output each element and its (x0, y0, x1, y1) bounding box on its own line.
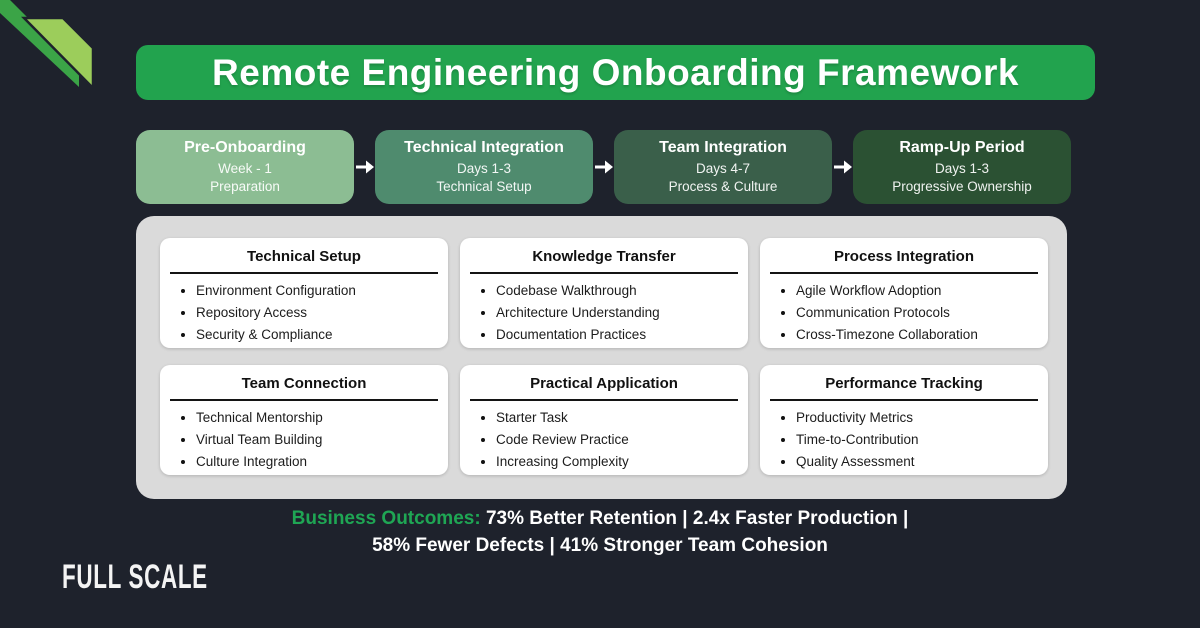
bullet-item: Documentation Practices (496, 326, 748, 344)
card-practical-application: Practical Application Starter Task Code … (460, 365, 748, 475)
stage-title: Ramp-Up Period (899, 138, 1025, 156)
corner-ribbon-icon (0, 0, 95, 92)
bullet-item: Culture Integration (196, 453, 448, 471)
stage-title: Pre-Onboarding (184, 138, 306, 156)
bullet-item: Technical Mentorship (196, 409, 448, 427)
bullet-item: Cross-Timezone Collaboration (796, 326, 1048, 344)
card-bullet-list: Agile Workflow Adoption Communication Pr… (760, 282, 1048, 343)
stage-subtitle: Progressive Ownership (892, 178, 1032, 194)
card-title: Practical Application (530, 375, 678, 392)
bullet-item: Quality Assessment (796, 453, 1048, 471)
card-title: Technical Setup (247, 248, 361, 265)
card-bullet-list: Technical Mentorship Virtual Team Buildi… (160, 409, 448, 470)
card-divider (470, 272, 738, 274)
stage-title: Team Integration (659, 138, 787, 156)
ribbon-light-stripe (21, 16, 95, 92)
stage-subtitle: Days 4-7 (695, 160, 751, 176)
stage-subtitle: Days 1-3 (456, 160, 512, 176)
bullet-item: Increasing Complexity (496, 453, 748, 471)
card-title: Performance Tracking (825, 375, 983, 392)
card-divider (170, 272, 438, 274)
card-process-integration: Process Integration Agile Workflow Adopt… (760, 238, 1048, 348)
stage-subtitle: Process & Culture (668, 178, 778, 194)
card-divider (470, 399, 738, 401)
bullet-item: Repository Access (196, 304, 448, 322)
bullet-item: Communication Protocols (796, 304, 1048, 322)
outcomes-line2: 58% Fewer Defects | 41% Stronger Team Co… (372, 534, 828, 556)
card-knowledge-transfer: Knowledge Transfer Codebase Walkthrough … (460, 238, 748, 348)
card-divider (170, 399, 438, 401)
ribbon-dark-stripe (0, 0, 79, 87)
page-title: Remote Engineering Onboarding Framework (212, 51, 1019, 93)
bullet-item: Time-to-Contribution (796, 431, 1048, 449)
bullet-item: Productivity Metrics (796, 409, 1048, 427)
full-scale-logo: FULL SCALE (62, 558, 208, 596)
card-team-connection: Team Connection Technical Mentorship Vir… (160, 365, 448, 475)
bullet-item: Environment Configuration (196, 282, 448, 300)
title-banner: Remote Engineering Onboarding Framework (136, 45, 1095, 100)
business-outcomes: Business Outcomes: 73% Better Retention … (0, 506, 1200, 560)
card-divider (770, 399, 1038, 401)
stage-subtitle: Week - 1 (218, 160, 272, 176)
card-divider (770, 272, 1038, 274)
outcomes-label: Business Outcomes: (291, 508, 481, 529)
arrow-right-icon (834, 160, 852, 174)
card-technical-setup: Technical Setup Environment Configuratio… (160, 238, 448, 348)
card-title: Team Connection (241, 375, 367, 392)
outcomes-line1: 73% Better Retention | 2.4x Faster Produ… (485, 508, 909, 529)
stage-ramp-up-period: Ramp-Up Period Days 1-3 Progressive Owne… (853, 130, 1071, 204)
details-panel: Technical Setup Environment Configuratio… (136, 216, 1067, 499)
stage-team-integration: Team Integration Days 4-7 Process & Cult… (614, 130, 832, 204)
card-bullet-list: Starter Task Code Review Practice Increa… (460, 409, 748, 470)
stage-subtitle: Technical Setup (436, 178, 532, 194)
stage-subtitle: Preparation (210, 178, 280, 194)
card-performance-tracking: Performance Tracking Productivity Metric… (760, 365, 1048, 475)
bullet-item: Codebase Walkthrough (496, 282, 748, 300)
stage-pre-onboarding: Pre-Onboarding Week - 1 Preparation (136, 130, 354, 204)
arrow-right-icon (356, 160, 374, 174)
bullet-item: Starter Task (496, 409, 748, 427)
bullet-item: Agile Workflow Adoption (796, 282, 1048, 300)
stage-title: Technical Integration (404, 138, 564, 156)
arrow-right-icon (595, 160, 613, 174)
bullet-item: Security & Compliance (196, 326, 448, 344)
card-bullet-list: Environment Configuration Repository Acc… (160, 282, 448, 343)
bullet-item: Architecture Understanding (496, 304, 748, 322)
bullet-item: Virtual Team Building (196, 431, 448, 449)
stage-technical-integration: Technical Integration Days 1-3 Technical… (375, 130, 593, 204)
card-bullet-list: Codebase Walkthrough Architecture Unders… (460, 282, 748, 343)
card-title: Knowledge Transfer (532, 248, 676, 265)
card-bullet-list: Productivity Metrics Time-to-Contributio… (760, 409, 1048, 470)
card-title: Process Integration (833, 248, 975, 265)
bullet-item: Code Review Practice (496, 431, 748, 449)
stage-subtitle: Days 1-3 (934, 160, 990, 176)
